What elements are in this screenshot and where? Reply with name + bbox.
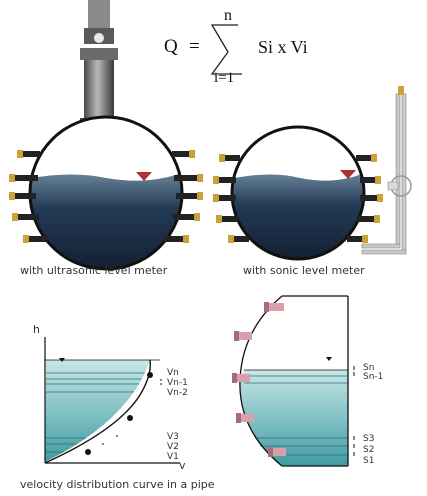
level-label-s3: S3 bbox=[363, 434, 375, 444]
x-axis-label: v bbox=[179, 459, 186, 472]
level-label-vn-1: Vn-1 bbox=[167, 378, 188, 388]
formula-lhs: Q bbox=[164, 36, 178, 57]
formula-equals: = bbox=[189, 36, 200, 57]
level-label-s2: S2 bbox=[363, 445, 375, 455]
caption-velocity: velocity distribution curve in a pipe bbox=[20, 478, 215, 491]
area-chart bbox=[232, 295, 355, 467]
caption-ultrasonic: with ultrasonic level meter bbox=[20, 264, 168, 277]
level-label-v1: V1 bbox=[167, 452, 179, 462]
sonic-sensors bbox=[213, 154, 383, 243]
level-label-vn: Vn bbox=[167, 368, 179, 378]
velocity-chart bbox=[44, 337, 180, 464]
level-label-v2: V2 bbox=[167, 442, 179, 452]
level-label-sn-1: Sn-1 bbox=[363, 372, 384, 382]
summation-sign bbox=[210, 24, 242, 75]
sonic-pipe bbox=[230, 125, 366, 261]
level-label-s1: S1 bbox=[363, 456, 375, 466]
level-label-sn: Sn bbox=[363, 363, 375, 373]
sum-upper-limit: n bbox=[224, 7, 232, 24]
ultrasonic-sensors bbox=[9, 150, 203, 243]
level-label-v3: V3 bbox=[167, 432, 179, 442]
ultrasonic-level-meter bbox=[80, 0, 118, 124]
sonic-level-meter bbox=[361, 86, 412, 255]
y-axis-label: h bbox=[33, 323, 40, 336]
level-label-vn-2: Vn-2 bbox=[167, 388, 188, 398]
ultrasonic-pipe bbox=[28, 115, 184, 271]
formula-term: Si x Vi bbox=[258, 37, 308, 57]
caption-sonic: with sonic level meter bbox=[243, 264, 365, 277]
